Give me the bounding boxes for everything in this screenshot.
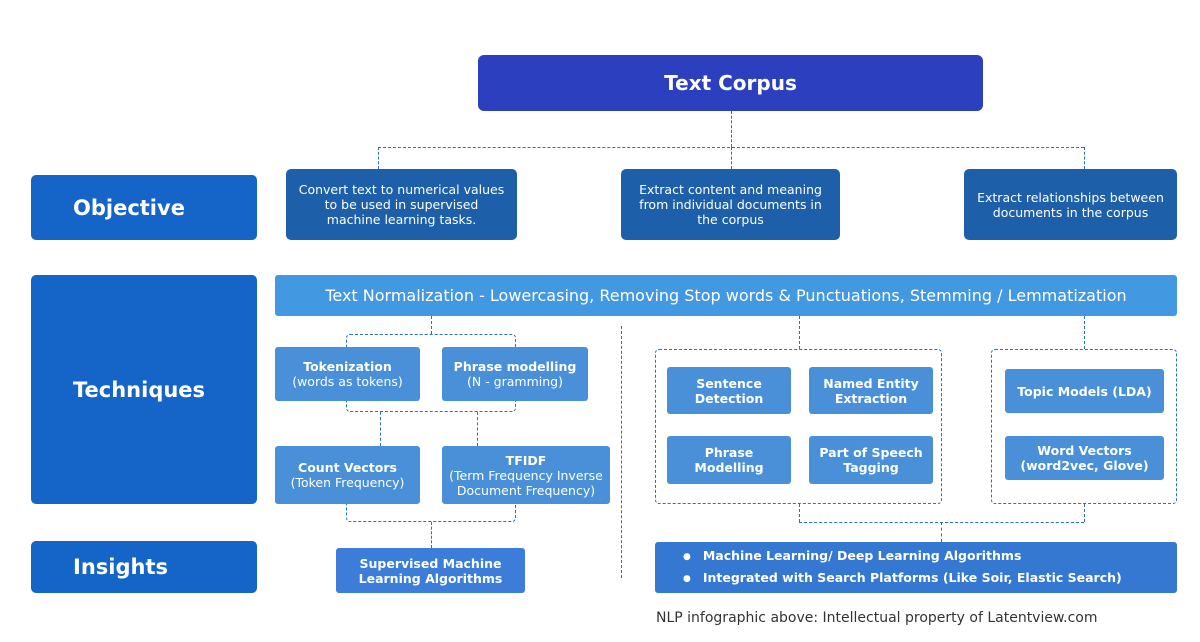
tokenization-title: Tokenization [303, 359, 392, 374]
connector-norm-middle [799, 316, 800, 349]
connector-content-down [799, 504, 800, 522]
topic-models-box: Topic Models (LDA) [1005, 369, 1164, 413]
connector-to-tfidf [477, 412, 478, 446]
insight-item-search: Integrated with Search Platforms (Like S… [683, 568, 1122, 590]
phrase-modelling-subtitle: (N - gramming) [467, 374, 563, 389]
connector-objective-2 [731, 147, 732, 169]
group-relationship-techniques [991, 349, 1177, 504]
tokenization-box: Tokenization (words as tokens) [275, 347, 420, 401]
connector-to-supervised [431, 522, 432, 548]
connector-objective-1 [378, 147, 379, 169]
count-vectors-box: Count Vectors (Token Frequency) [275, 446, 420, 504]
phrase-modelling-box: Phrase modelling (N - gramming) [442, 347, 588, 401]
section-objective: Objective [31, 175, 257, 240]
connector-norm-left [431, 316, 432, 334]
tfidf-title: TFIDF [505, 452, 547, 468]
connector-title-down [731, 111, 732, 147]
count-vectors-title: Count Vectors [298, 460, 397, 475]
text-corpus-title: Text Corpus [478, 55, 983, 111]
phrase-modelling-2-box: Phrase Modelling [667, 436, 791, 484]
insights-list-box: Machine Learning/ Deep Learning Algorith… [655, 542, 1177, 593]
connector-norm-right [1084, 316, 1085, 349]
sentence-detection-box: Sentence Detection [667, 367, 791, 414]
supervised-ml-box: Supervised Machine Learning Algorithms [336, 548, 525, 593]
word-vectors-box: Word Vectors (word2vec, Glove) [1005, 436, 1164, 480]
insights-list: Machine Learning/ Deep Learning Algorith… [683, 546, 1122, 590]
pos-tagging-box: Part of Speech Tagging [809, 436, 933, 484]
divider-vertical [621, 326, 622, 578]
connector-to-count-vectors [380, 412, 381, 446]
tfidf-box: TFIDF (Term Frequency Inverse Document F… [442, 446, 610, 504]
group-content-techniques [655, 349, 942, 504]
section-insights: Insights [31, 541, 257, 593]
objective-content-meaning: Extract content and meaning from individ… [621, 169, 840, 240]
objective-numerical: Convert text to numerical values to be u… [286, 169, 517, 240]
insight-item-ml: Machine Learning/ Deep Learning Algorith… [683, 546, 1122, 568]
text-normalization-bar: Text Normalization - Lowercasing, Removi… [275, 275, 1177, 316]
objective-relationships: Extract relationships between documents … [964, 169, 1177, 240]
tokenization-subtitle: (words as tokens) [292, 374, 403, 389]
phrase-modelling-title: Phrase modelling [453, 359, 577, 374]
connector-objective-3 [1084, 147, 1085, 169]
credit-text: NLP infographic above: Intellectual prop… [656, 610, 1098, 626]
group-vectors-bottom [346, 500, 516, 522]
tfidf-subtitle: (Term Frequency Inverse Document Frequen… [449, 467, 603, 498]
connector-relationship-down [1084, 504, 1085, 522]
named-entity-box: Named Entity Extraction [809, 367, 933, 414]
count-vectors-subtitle: (Token Frequency) [290, 475, 405, 490]
connector-to-insight-list [941, 522, 942, 542]
section-techniques: Techniques [31, 275, 257, 504]
